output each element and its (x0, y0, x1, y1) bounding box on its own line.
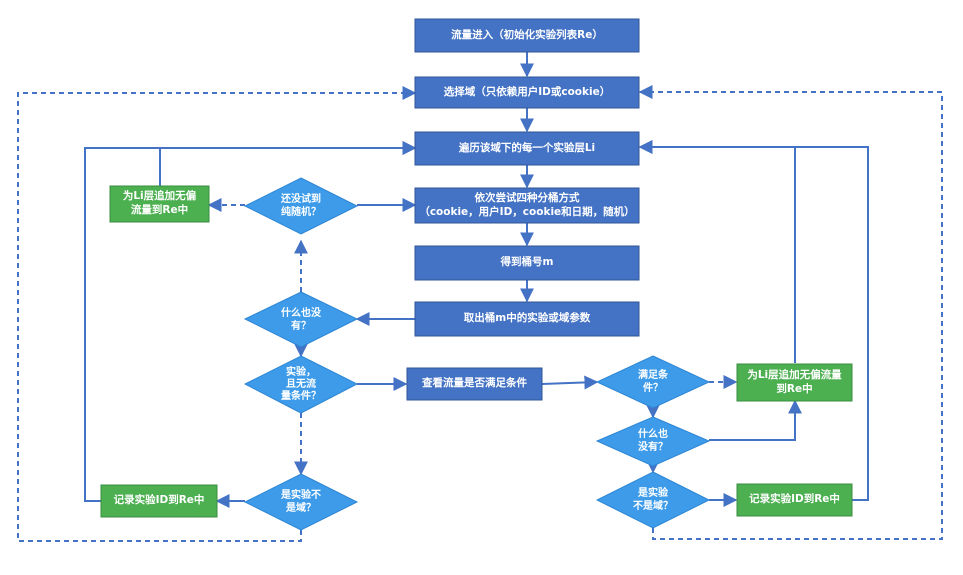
is-domain-left-text-2: 是域？ (286, 503, 316, 514)
nothing-right-text-1: 什么也 (638, 429, 668, 440)
entry-text: 流量进入（初始化实验列表Re） (451, 28, 603, 41)
get-bucket-label: 得到桶号m (415, 246, 639, 280)
nothing-right-text-2: 没有？ (638, 442, 668, 453)
check-traffic-label: 查看流量是否满足条件 (407, 368, 542, 400)
meets-condition-text-2: 件？ (643, 383, 663, 394)
select-domain-text: 选择域（只依赖用户ID或cookie） (443, 85, 611, 98)
nothing-left-text-1: 什么也没 (281, 308, 321, 319)
connectors (17, 52, 943, 542)
select-domain-label: 选择域（只依赖用户ID或cookie） (415, 77, 639, 108)
random-tried-text-1: 还没试到 (281, 194, 321, 205)
take-params-label: 取出桶m中的实验或域参数 (415, 302, 639, 336)
iterate-layers-text: 遍历该域下的每一个实验层Li (458, 141, 596, 154)
arrow-add-right-to-iterate (638, 140, 796, 363)
check-traffic-text: 查看流量是否满足条件 (422, 377, 527, 390)
iterate-layers-box (414, 131, 640, 166)
random-tried-label: 还没试到 纯随机？ (255, 186, 347, 226)
is-domain-right-label: 是实验 不是域？ (607, 480, 699, 520)
experiment-decision (243, 355, 359, 414)
arrow-domain-left-to-select (17, 86, 417, 542)
record-left-text: 记录实验ID到Re中 (113, 494, 205, 507)
experiment-text-3: 量条件？ (281, 391, 321, 402)
select-domain-box (414, 76, 640, 109)
record-right-text: 记录实验ID到Re中 (749, 493, 840, 506)
add-unbiased-left-box (109, 185, 210, 223)
meets-condition-decision (595, 355, 711, 409)
check-traffic-box (406, 367, 543, 401)
is-domain-left-decision (243, 473, 359, 531)
nothing-left-text-2: 有？ (291, 321, 311, 332)
record-left-box (100, 484, 218, 518)
experiment-text-2: 且无流 (286, 379, 316, 390)
is-domain-left-label: 是实验不 是域？ (255, 482, 347, 522)
random-tried-text-2: 纯随机？ (281, 207, 321, 218)
experiment-text-1: 实验， (286, 367, 316, 378)
experiment-label: 实验， 且无流 量条件？ (255, 362, 347, 408)
add-unbiased-left-label: 为Li层追加无偏 流量到Re中 (110, 186, 209, 222)
random-tried-decision (243, 177, 359, 235)
nothing-right-label: 什么也 没有？ (607, 421, 699, 461)
try-bucket-text-2: （cookie，用户ID，cookie和日期，随机） (419, 205, 635, 218)
try-bucket-box (414, 187, 640, 224)
add-unbiased-left-text-2: 流量到Re中 (130, 204, 189, 216)
is-domain-right-text-1: 是实验 (638, 488, 668, 499)
arrow-nothing-right-to-add (709, 399, 802, 441)
is-domain-right-text-2: 不是域？ (633, 501, 673, 512)
try-bucket-text-1: 依次尝试四种分桶方式 (474, 191, 580, 204)
add-unbiased-right-text-2: 到Re中 (776, 382, 813, 395)
iterate-layers-label: 遍历该域下的每一个实验层Li (415, 132, 639, 165)
add-unbiased-left-text-1: 为Li层追加无偏 (122, 190, 197, 203)
try-bucket-label: 依次尝试四种分桶方式 （cookie，用户ID，cookie和日期，随机） (415, 188, 639, 223)
arrow-check-to-meets (541, 375, 599, 390)
nothing-right-decision (595, 416, 711, 467)
entry-label: 流量进入（初始化实验列表Re） (415, 19, 639, 52)
take-params-box (414, 301, 640, 337)
take-params-text: 取出桶m中的实验或域参数 (463, 312, 591, 325)
get-bucket-text: 得到桶号m (500, 256, 554, 269)
get-bucket-box (414, 245, 640, 281)
record-right-label: 记录实验ID到Re中 (737, 484, 852, 516)
record-left-label: 记录实验ID到Re中 (101, 485, 217, 517)
nothing-left-decision (243, 291, 359, 348)
add-unbiased-right-box (736, 363, 853, 402)
meets-condition-label: 满足条 件？ (607, 362, 699, 402)
meets-condition-text-1: 满足条 (638, 370, 668, 381)
arrow-add-left-to-iterate (159, 141, 417, 186)
nothing-left-label: 什么也没 有？ (255, 300, 347, 340)
add-unbiased-right-text-1: 为Li层追加无偏流量 (747, 368, 842, 381)
entry-box (414, 18, 640, 53)
arrow-record-left-to-iterate (84, 141, 417, 502)
is-domain-left-text-1: 是实验不 (281, 490, 321, 501)
arrow-domain-right-to-select (638, 85, 943, 540)
arrow-record-right-to-iterate (638, 140, 869, 501)
is-domain-right-decision (595, 471, 711, 529)
add-unbiased-right-label: 为Li层追加无偏流量 到Re中 (737, 364, 852, 401)
record-right-box (736, 483, 853, 517)
